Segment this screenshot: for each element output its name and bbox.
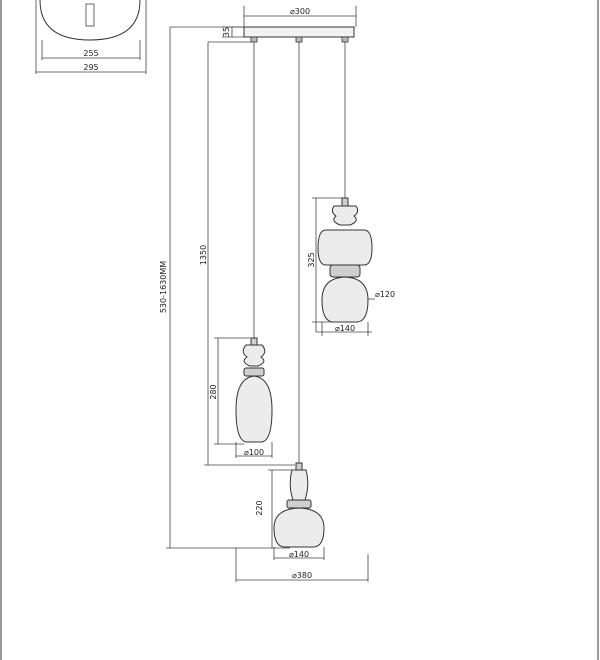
top-view: 255 295: [35, 0, 147, 74]
canopy: ⌀300 35: [222, 6, 357, 43]
center-lamp: 220 ⌀140: [255, 462, 325, 560]
canopy-height-label: 35: [222, 27, 231, 37]
center-lamp-diameter-label: ⌀140: [289, 550, 309, 559]
top-view-inner-label: 255: [83, 49, 98, 58]
left-lamp-height-label: 280: [209, 384, 218, 399]
center-lamp-height-label: 220: [255, 500, 264, 515]
cable-length-label: 1350: [199, 245, 208, 265]
left-lamp: 280 ⌀100: [209, 337, 273, 458]
right-lamp-height-label: 325: [307, 252, 316, 267]
overall-height-dimension: 530-1630MM: [159, 26, 290, 549]
total-spread-dimension: ⌀380: [235, 548, 369, 582]
cable-length-dimension: 1350: [199, 41, 295, 466]
right-lamp-diameter-label: ⌀140: [335, 324, 355, 333]
overall-height-label: 530-1630MM: [159, 261, 168, 313]
canopy-diameter-label: ⌀300: [290, 7, 310, 16]
top-view-outer-label: 295: [83, 63, 98, 72]
left-lamp-diameter-label: ⌀100: [244, 448, 264, 457]
total-spread-label: ⌀380: [292, 571, 312, 580]
right-lamp: 325 ⌀120 ⌀140: [307, 197, 395, 336]
right-lamp-inner-diameter-label: ⌀120: [375, 290, 395, 299]
